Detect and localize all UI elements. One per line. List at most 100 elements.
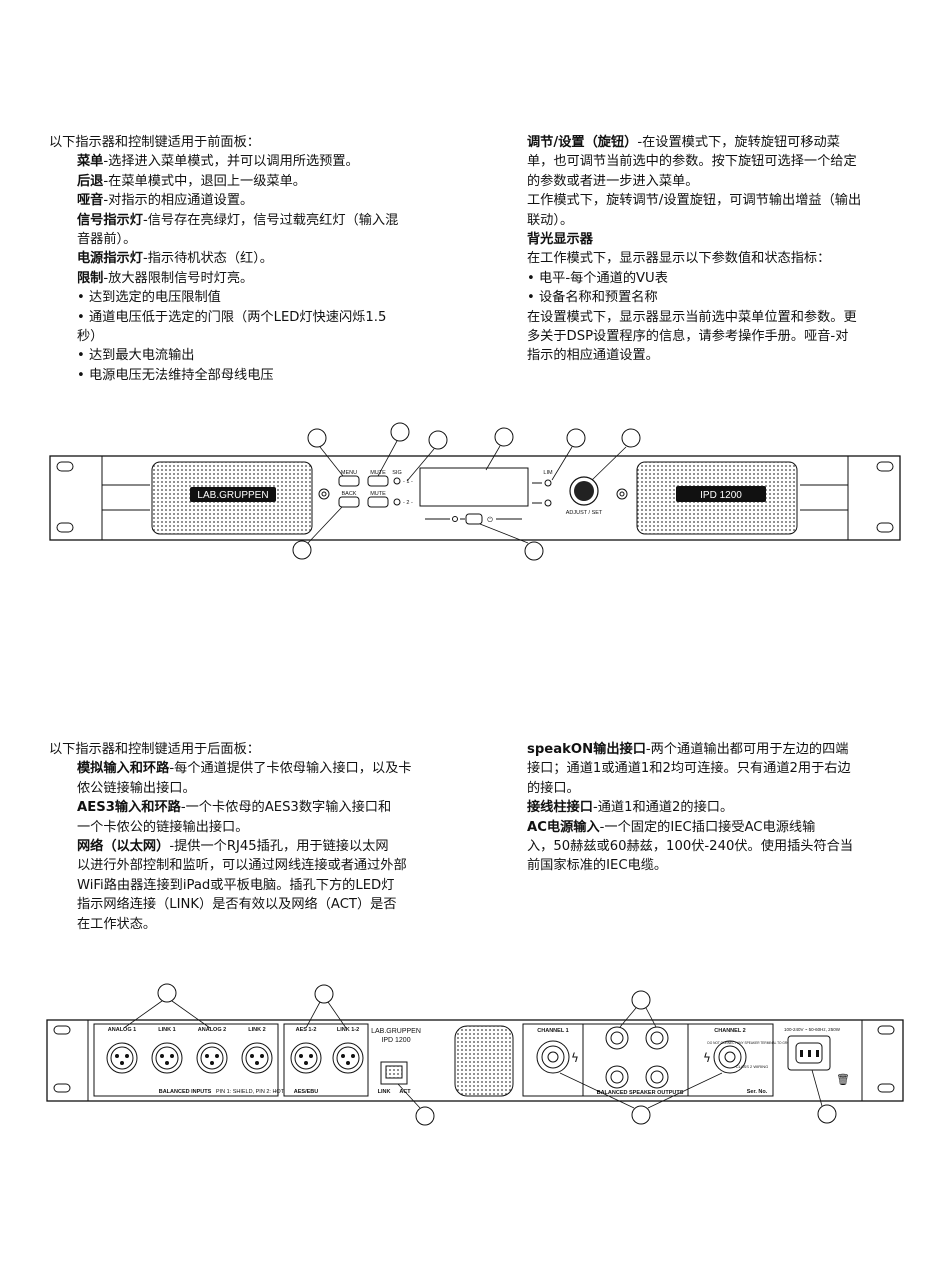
speakon-ch2-connector[interactable] (713, 1040, 747, 1074)
limit-bullet: • 达到选定的电压限制值 (77, 290, 221, 306)
network-desc: 网络（以太网）-提供一个RJ45插孔，用于链接以太网 (77, 839, 389, 855)
limit-bullet: • 通道电压低于选定的门限（两个LED灯快速闪烁1.5 (77, 309, 387, 325)
setup-desc-cont: 指示的相应通道设置。 (527, 348, 659, 364)
fan-vent (454, 1025, 514, 1097)
warning-label: DO NOT CONNECT ANY SPEAKER TERMINAL TO G… (707, 1041, 797, 1045)
hazard-icon: ϟ (571, 1051, 579, 1065)
weee-bin-icon: 🗑 (836, 1073, 850, 1086)
front-model-label: IPD 1200 (700, 490, 742, 501)
screw-icon (318, 488, 330, 500)
binding-post-terminals[interactable] (605, 1026, 669, 1089)
backlit-desc: 在工作模式下，显示器显示以下参数值和状态指标： (527, 251, 831, 267)
class2-label: CLASS 2 WIRING (736, 1064, 768, 1069)
aes-block (283, 1023, 369, 1097)
network-desc-cont: 以进行外部控制和监听，可以通过网线连接或者通过外部 (77, 858, 407, 874)
ac-desc-cont: 入，50赫兹或60赫兹，100伏-240伏。使用插头符合当 (527, 839, 854, 855)
signal-led-1 (393, 477, 401, 485)
back-label: BACK (342, 491, 357, 497)
limit-led-1 (544, 479, 552, 487)
back-button[interactable] (338, 496, 360, 508)
callout-lines (307, 440, 627, 544)
adjust-desc-cont: 的参数或者进一步进入菜单。 (527, 173, 699, 189)
limit-led-2 (544, 499, 552, 507)
back-desc: 后退-在菜单模式中，退回上一级菜单。 (77, 173, 306, 189)
front-brand-logo: LAB.GRUPPEN (197, 490, 268, 501)
serial-label: Ser. No. (747, 1089, 768, 1095)
aes-link-label: LINK 1-2 (337, 1027, 359, 1033)
ac-desc-cont: 前国家标准的IEC电缆。 (527, 858, 668, 874)
adjust-desc-cont: 单，也可调节当前选中的参数。按下旋钮可选择一个给定 (527, 154, 857, 170)
speakon-ch1-connector[interactable] (536, 1040, 570, 1074)
rear-brand-label: LAB.GRUPPEN (371, 1028, 421, 1035)
screw-icon (619, 491, 625, 497)
aes-desc: AES3输入和环路-一个卡侬母的AES3数字输入接口和 (77, 800, 392, 816)
rack-ear-slot (53, 1083, 71, 1093)
power-desc: 电源指示灯-指示待机状态（红）。 (77, 251, 273, 267)
ethernet-port-inner (385, 1065, 403, 1079)
menu-button[interactable] (338, 475, 360, 487)
power-led (452, 516, 458, 522)
balanced-inputs-label: BALANCED INPUTS (159, 1089, 212, 1095)
front-heading: 以下指示器和控制键适用于前面板： (49, 135, 260, 150)
rack-ear-slot (876, 461, 894, 472)
mute-2-button[interactable] (367, 496, 389, 508)
xlr-aes-input[interactable] (290, 1042, 322, 1074)
rear-callout-lines (123, 1000, 823, 1109)
speakon-desc-cont: 的接口。 (527, 780, 580, 796)
sig-label: SIG (392, 470, 401, 476)
rear-model-label: IPD 1200 (381, 1037, 410, 1044)
operation-desc-cont: 联动）。 (527, 212, 574, 228)
speaker-outputs-block (522, 1023, 774, 1097)
binding-post-desc: 接线柱接口-通道1和通道2的接口。 (527, 800, 734, 816)
network-desc-cont: 指示网络连接（LINK）是否有效以及网络（ACT）是否 (77, 897, 397, 913)
rack-ear-slot (877, 1025, 895, 1035)
rack-ear-slot (53, 1025, 71, 1035)
balanced-outputs-label: BALANCED SPEAKER OUTPUTS (597, 1090, 684, 1096)
xlr-aes-link[interactable] (332, 1042, 364, 1074)
analog-1-label: ANALOG 1 (108, 1027, 136, 1033)
xlr-input-1[interactable] (106, 1042, 138, 1074)
channel-2-label: - 2 - (403, 500, 413, 506)
link-2-label: LINK 2 (248, 1027, 265, 1033)
xlr-link-2[interactable] (241, 1042, 273, 1074)
rear-callout-markers (157, 983, 837, 1126)
limit-desc: 限制-放大器限制信号时灯亮。 (77, 270, 254, 286)
backlit-heading: 背光显示器 (527, 232, 593, 248)
rear-right-text: speakON输出接口-两个通道输出都可用于左边的四端 接口；通道1或通道1和2… (527, 740, 917, 876)
rear-left-text: 以下指示器和控制键适用于后面板： 模拟输入和环路-每个通道提供了卡侬母输入接口，… (49, 740, 479, 934)
aes-desc-cont: 一个卡侬公的链接输出接口。 (77, 819, 249, 835)
speakon-desc-cont: 接口；通道1或通道1和2均可连接。只有通道2用于右边 (527, 761, 851, 777)
pin-info-label: PIN 1: SHIELD, PIN 2: HOT (216, 1089, 285, 1095)
channel-1-label: CHANNEL 1 (537, 1028, 568, 1034)
front-logo-box (190, 487, 276, 502)
display-bullet: • 电平-每个通道的VU表 (527, 270, 668, 286)
backlit-display (419, 467, 529, 507)
adjust-set-knob-cap (574, 481, 594, 501)
limit-bullet-cont: 秒） (77, 329, 104, 345)
network-desc-cont: 在工作状态。 (77, 916, 157, 932)
rack-ear-slot (876, 522, 894, 533)
limit-bullet: • 电源电压无法维持全部母线电压 (77, 367, 274, 383)
mute-1-label: MUTE (370, 470, 386, 476)
mute-2-label: MUTE (370, 491, 386, 497)
rack-ear-slot (56, 522, 74, 533)
operation-desc: 工作模式下，旋转调节/设置旋钮，可调节输出增益（输出 (527, 193, 862, 209)
screw-icon (616, 488, 628, 500)
xlr-input-2[interactable] (196, 1042, 228, 1074)
front-right-text: 调节/设置（旋钮）-在设置模式下，旋转旋钮可移动菜 单，也可调节当前选中的参数。… (527, 133, 907, 366)
channel-2-label: CHANNEL 2 (714, 1028, 745, 1034)
mute-desc: 哑音-对指示的相应通道设置。 (77, 193, 254, 209)
analog-desc-cont: 侬公链接输出接口。 (77, 780, 196, 796)
screw-icon (321, 491, 327, 497)
link-1-label: LINK 1 (158, 1027, 175, 1033)
rack-ear-slot (877, 1083, 895, 1093)
callout-markers (292, 422, 641, 561)
standby-button[interactable] (465, 513, 483, 525)
setup-desc-cont: 多关于DSP设置程序的信息，请参考操作手册。哑音-对 (527, 329, 849, 345)
front-panel-diagram: LAB.GRUPPEN IPD 1200 MENU BACK MUTE MUTE… (49, 422, 901, 561)
setup-desc: 在设置模式下，显示器显示当前选中菜单位置和参数。更 (527, 309, 857, 325)
signal-led-2 (393, 498, 401, 506)
lim-label: LIM (543, 470, 553, 476)
xlr-link-1[interactable] (151, 1042, 183, 1074)
